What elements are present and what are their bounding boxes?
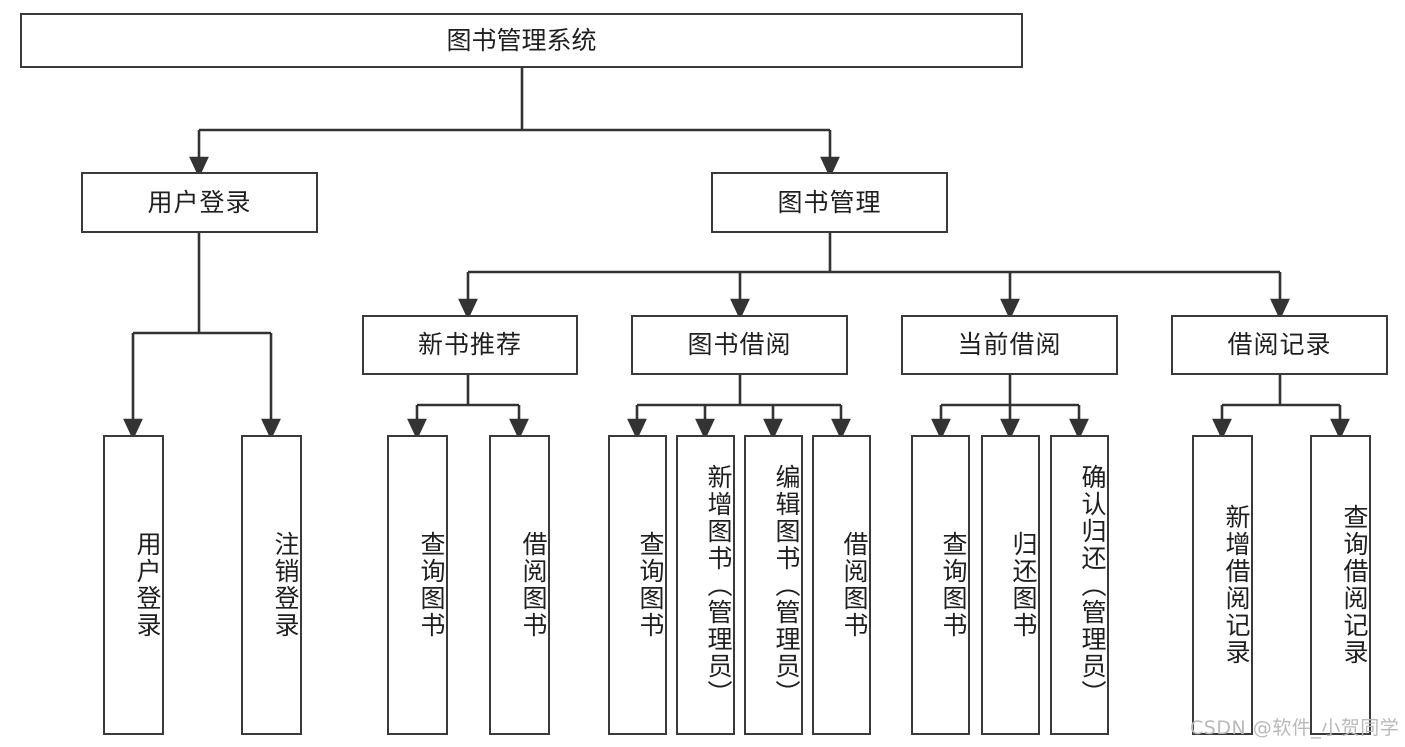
node-label: 新书推荐 [417,330,522,360]
node-leaf-query-book-new[interactable]: 查询图书 [387,435,448,735]
node-label: 借阅图书 [840,531,869,639]
node-leaf-return-book[interactable]: 归还图书 [981,435,1040,735]
node-label: 当前借阅 [957,330,1062,360]
node-label: 归还图书 [1009,531,1038,639]
node-leaf-confirm-return-admin[interactable]: 确认归还（管理员） [1050,435,1109,735]
node-label: 用户登录 [147,187,252,217]
node-user-login[interactable]: 用户登录 [81,172,318,233]
node-leaf-query-book-current[interactable]: 查询图书 [911,435,970,735]
node-leaf-borrow-book[interactable]: 借阅图书 [812,435,871,735]
node-borrow-record[interactable]: 借阅记录 [1171,315,1388,375]
node-label: 图书管理 [777,187,882,217]
node-leaf-query-borrow-record[interactable]: 查询借阅记录 [1310,435,1371,735]
node-new-book-recommend[interactable]: 新书推荐 [362,315,578,375]
node-root-book-management-system[interactable]: 图书管理系统 [20,13,1023,68]
node-label: 确认归还（管理员） [1078,463,1107,707]
node-label: 用户登录 [133,531,162,639]
node-leaf-query-book-borrow[interactable]: 查询图书 [608,435,667,735]
node-label: 编辑图书（管理员） [772,463,801,707]
node-book-management[interactable]: 图书管理 [711,172,948,233]
node-label: 查询图书 [939,531,968,639]
node-leaf-add-book-admin[interactable]: 新增图书（管理员） [676,435,735,735]
node-label: 查询图书 [636,531,665,639]
node-label: 新增图书（管理员） [704,463,733,707]
node-label: 借阅记录 [1227,330,1332,360]
node-label: 新增借阅记录 [1222,504,1251,666]
node-label: 注销登录 [271,531,300,639]
node-label: 借阅图书 [519,531,548,639]
node-label: 查询图书 [417,531,446,639]
node-label: 图书管理系统 [446,25,597,55]
node-leaf-logout[interactable]: 注销登录 [241,435,302,735]
node-book-borrow[interactable]: 图书借阅 [631,315,848,375]
node-current-borrow[interactable]: 当前借阅 [901,315,1118,375]
node-leaf-user-login[interactable]: 用户登录 [103,435,164,735]
csdn-watermark: CSDN @软件_小贺同学 [1190,717,1400,739]
node-label: 图书借阅 [687,330,792,360]
node-label: 查询借阅记录 [1340,504,1369,666]
node-leaf-add-borrow-record[interactable]: 新增借阅记录 [1192,435,1253,735]
node-leaf-borrow-book-new[interactable]: 借阅图书 [489,435,550,735]
node-leaf-edit-book-admin[interactable]: 编辑图书（管理员） [744,435,803,735]
